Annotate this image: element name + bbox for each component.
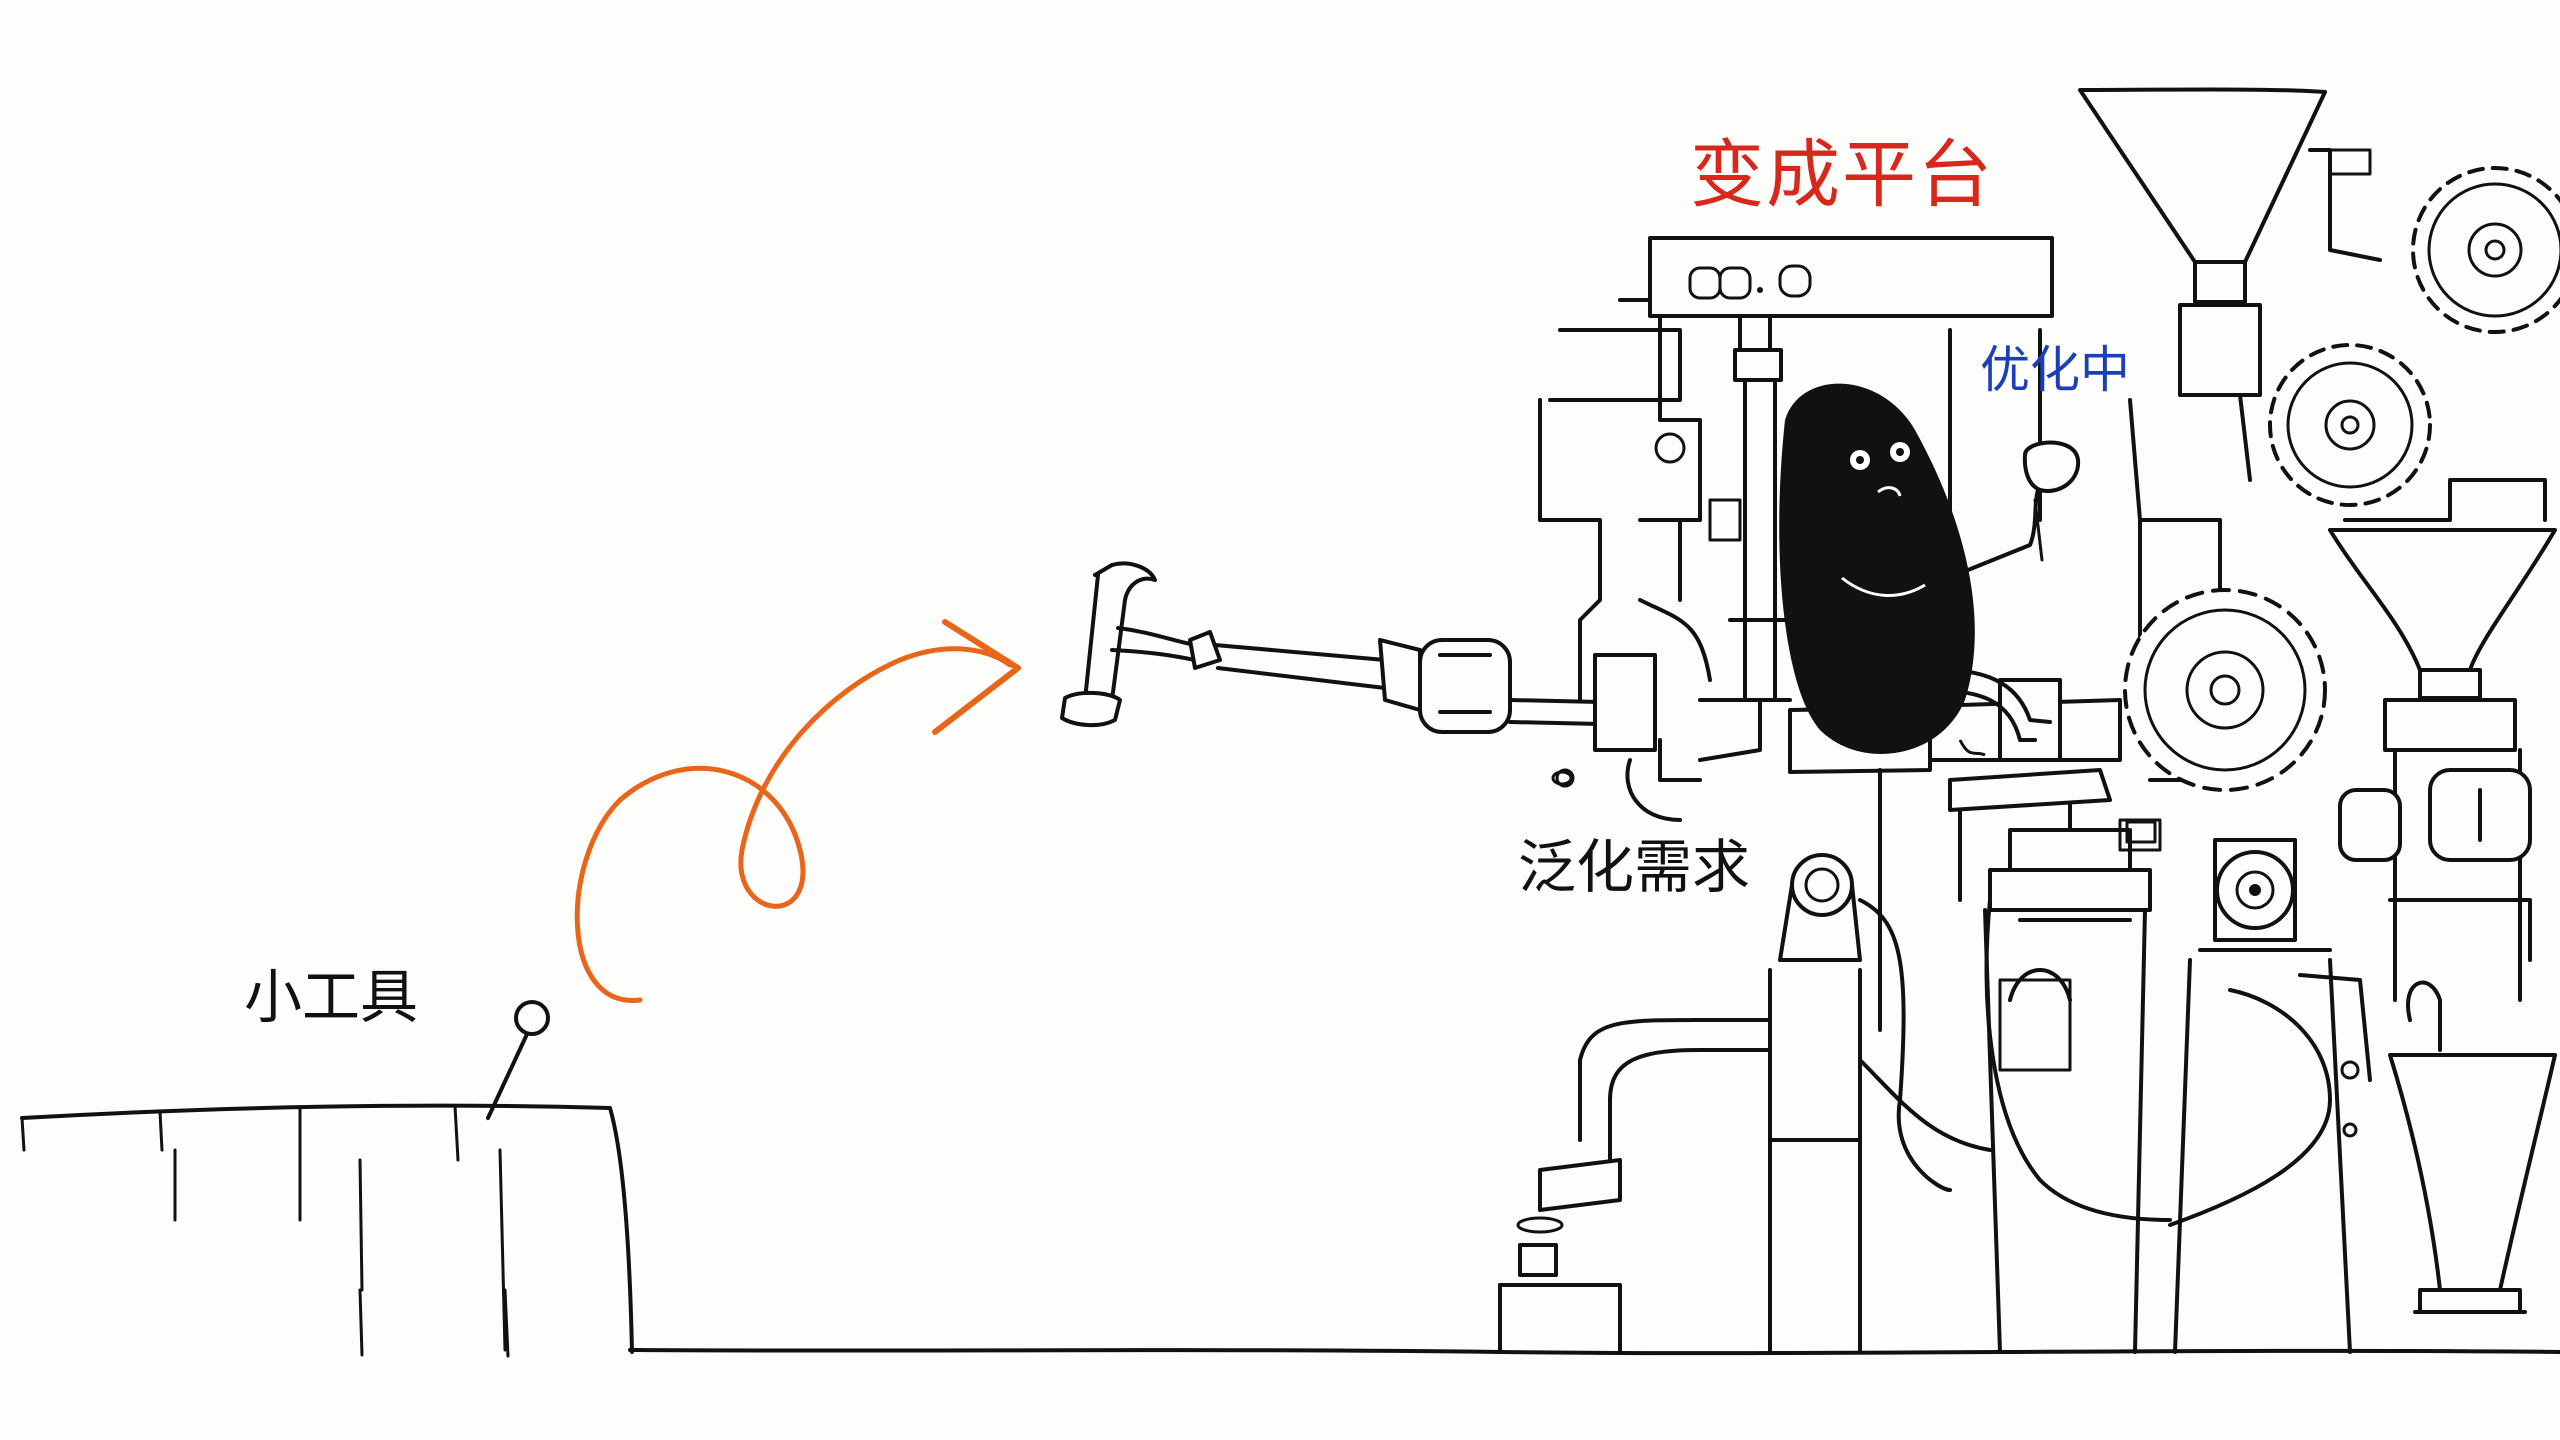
label-transform-platform: 变成平台	[1690, 132, 1994, 218]
ground-line	[628, 1348, 2560, 1356]
gear-icon-lower	[2123, 588, 2327, 792]
machine-tower	[1983, 828, 2152, 1354]
brick-block	[20, 1103, 634, 1358]
mechanical-arm	[1188, 630, 1657, 752]
control-panel	[1648, 236, 2054, 382]
gear-icon-middle	[2268, 343, 2432, 507]
hammer-icon	[1060, 561, 1197, 727]
machine-far-right	[2308, 148, 2557, 1314]
machine-pipes	[1498, 853, 2172, 1354]
small-box-icon	[2125, 820, 2157, 844]
label-generalization-demand: 泛化需求	[1518, 833, 1751, 901]
gear-icon-top	[2411, 166, 2560, 334]
label-optimizing: 优化中	[1980, 341, 2130, 399]
label-small-tool: 小工具	[244, 963, 419, 1031]
nail-icon	[486, 1000, 550, 1120]
orange-arrow	[574, 619, 1021, 1003]
blob-creature-icon	[1779, 383, 2081, 757]
machine-left	[1538, 298, 1762, 822]
